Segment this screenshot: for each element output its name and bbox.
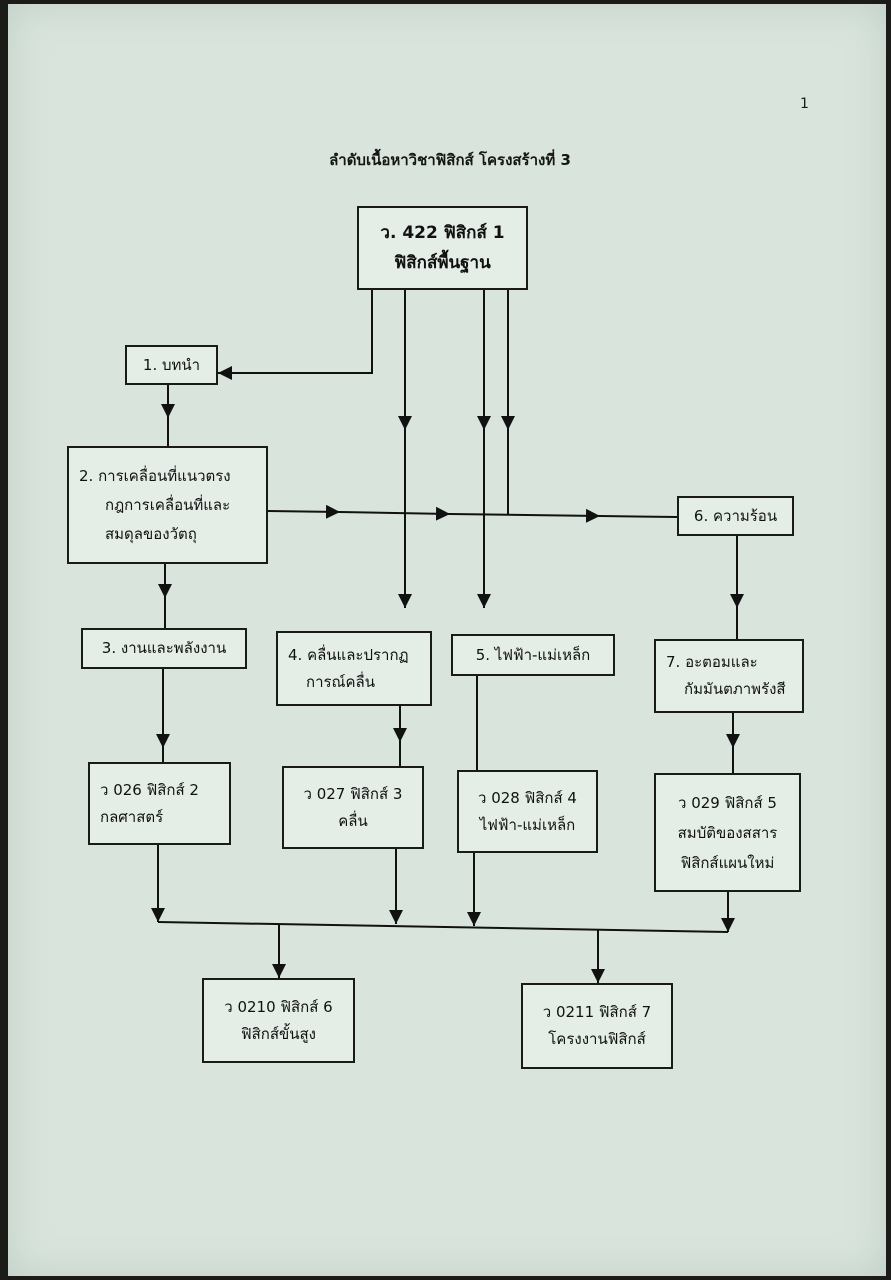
node-atom-radioactivity: 7. อะตอมและ กัมมันตภาพรังสี [654,639,804,713]
node-line: สมดุลของวัตถุ [105,524,197,543]
node-physics-1-basic: ว. 422 ฟิสิกส์ 1 ฟิสิกส์พื้นฐาน [357,206,528,290]
node-linear-motion: 2. การเคลื่อนที่แนวตรง กฎการเคลื่อนที่แล… [67,446,268,564]
node-electromagnetism: 5. ไฟฟ้า-แม่เหล็ก [451,634,615,676]
node-line: ว 0210 ฟิสิกส์ 6 [224,997,333,1016]
node-line: สมบัติของสสาร [677,823,778,842]
node-line: ว 026 ฟิสิกส์ 2 [100,780,199,799]
node-physics-6: ว 0210 ฟิสิกส์ 6 ฟิสิกส์ขั้นสูง [202,978,355,1063]
node-line: กฎการเคลื่อนที่และ [105,495,231,514]
node-physics-5: ว 029 ฟิสิกส์ 5 สมบัติของสสาร ฟิสิกส์แผน… [654,773,801,892]
bottom-bus [157,921,729,933]
node-line: คลื่น [338,811,368,830]
node-physics-3: ว 027 ฟิสิกส์ 3 คลื่น [282,766,424,849]
node-line: ว 027 ฟิสิกส์ 3 [303,784,403,803]
node-line: ฟิสิกส์พื้นฐาน [394,253,491,273]
node-line: โครงงานฟิสิกส์ [548,1030,646,1048]
node-physics-7: ว 0211 ฟิสิกส์ 7 โครงงานฟิสิกส์ [521,983,673,1069]
node-line: 2. การเคลื่อนที่แนวตรง [79,466,231,485]
node-line: กัมมันตภาพรังสี [684,680,786,698]
node-introduction: 1. บทนำ [125,345,218,385]
node-line: ว 028 ฟิสิกส์ 4 [478,788,577,807]
node-physics-4: ว 028 ฟิสิกส์ 4 ไฟฟ้า-แม่เหล็ก [457,770,598,853]
node-line: 1. บทนำ [142,355,201,374]
page-number: 1 [800,96,809,112]
node-physics-2: ว 026 ฟิสิกส์ 2 กลศาสตร์ [88,762,231,845]
edge-motion-heat [267,504,341,519]
node-line: 5. ไฟฟ้า-แม่เหล็ก [475,645,591,664]
node-line: 7. อะตอมและ [666,653,758,671]
node-line: ว. 422 ฟิสิกส์ 1 [380,223,505,243]
node-line: ว 0211 ฟิสิกส์ 7 [542,1003,652,1021]
node-line: 3. งานและพลังงาน [101,639,227,657]
node-line: ไฟฟ้า-แม่เหล็ก [479,815,576,834]
node-line: 4. คลื่นและปรากฏ [288,645,409,664]
node-line: การณ์คลื่น [306,672,375,691]
node-work-energy: 3. งานและพลังงาน [81,628,247,669]
node-line: กลศาสตร์ [100,807,164,826]
node-waves: 4. คลื่นและปรากฏ การณ์คลื่น [276,631,432,706]
node-line: ว 029 ฟิสิกส์ 5 [678,793,777,812]
node-line: ฟิสิกส์แผนใหม่ [680,853,775,872]
node-line: ฟิสิกส์ขั้นสูง [241,1024,316,1043]
edge-top-intro [218,288,373,380]
diagram-title: ลำดับเนื้อหาวิชาฟิสิกส์ โครงสร้างที่ 3 [329,151,571,169]
node-heat: 6. ความร้อน [677,496,794,536]
node-line: 6. ความร้อน [693,506,778,525]
